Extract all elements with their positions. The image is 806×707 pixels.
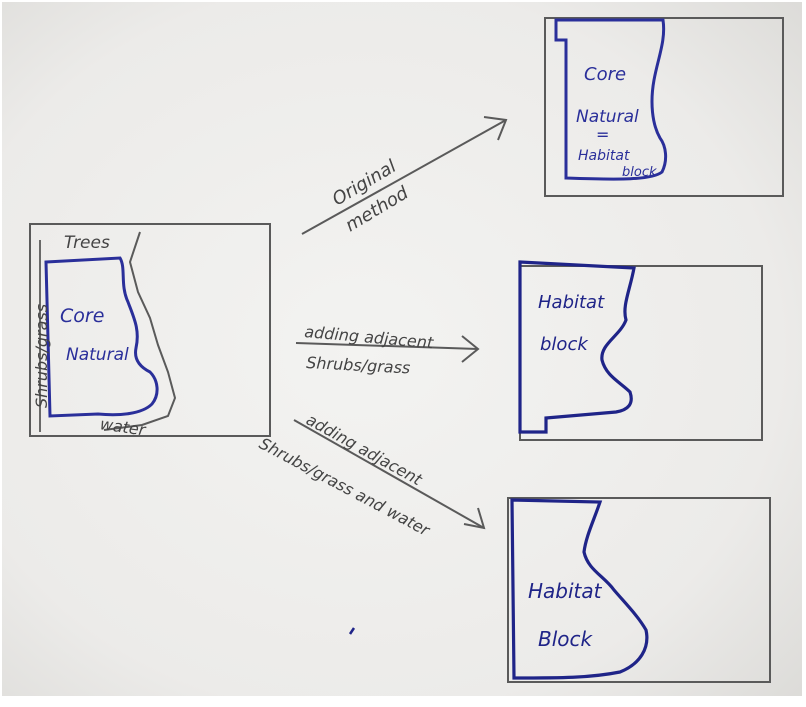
result-box: [544, 17, 784, 197]
result-box: [507, 497, 771, 683]
result2-line2: block: [540, 334, 589, 355]
pen-mark: [348, 627, 356, 635]
arrowhead-icon: [463, 507, 486, 530]
habitat-block-area: [518, 260, 636, 434]
core-label-line2: Natural: [66, 345, 129, 365]
core-natural-area: [44, 256, 159, 418]
result-add-shrubs-water: Habitat Block: [507, 497, 771, 683]
result2-line1: Habitat: [538, 292, 605, 313]
source-diagram: Trees Shrubs/grass Core Natural water: [29, 223, 271, 440]
arrow-line: [301, 119, 507, 235]
habitat-block-area: [554, 18, 668, 181]
result1-line1: Core: [584, 64, 626, 85]
shrubs-grass-label: Shrubs/grass: [32, 304, 51, 408]
result-add-shrubs: Habitat block: [518, 260, 763, 441]
source-box: [29, 223, 271, 437]
arrow-line: [293, 419, 485, 529]
arrowhead-icon: [483, 116, 508, 141]
patch-boundary: [103, 231, 177, 431]
result-original-method: Core Natural = Habitat block: [544, 17, 784, 197]
result1-line4: Habitat: [578, 148, 630, 164]
result3-line2: Block: [538, 627, 594, 651]
result1-line3: =: [596, 125, 609, 144]
habitat-block-area: [510, 498, 649, 680]
result3-line1: Habitat: [528, 579, 603, 603]
arrowhead-icon: [461, 335, 480, 363]
core-label-line1: Core: [60, 305, 104, 327]
trees-label: Trees: [64, 233, 110, 253]
result1-line5: block: [622, 165, 657, 180]
arrow-line: [295, 342, 479, 350]
result1-line2: Natural: [576, 107, 639, 127]
